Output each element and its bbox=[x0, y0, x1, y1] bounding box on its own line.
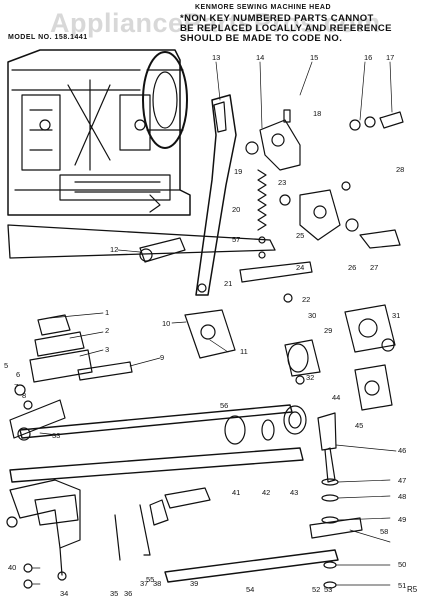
part-label-15: 15 bbox=[310, 53, 318, 62]
part-28-screw bbox=[341, 181, 351, 191]
part-24-lever-assembly bbox=[279, 189, 401, 249]
part-label-56: 56 bbox=[220, 401, 228, 410]
note-line-3: SHOULD BE MADE TO CODE NO. bbox=[180, 33, 343, 44]
part-label-37: 37 bbox=[140, 579, 148, 588]
part-label-21: 21 bbox=[224, 279, 232, 288]
part-label-34: 34 bbox=[60, 589, 68, 598]
part-33-shaft bbox=[17, 404, 293, 441]
part-label-45: 45 bbox=[355, 421, 363, 430]
part-label-57: 57 bbox=[232, 235, 240, 244]
part-41-43-gears bbox=[224, 405, 307, 445]
model-number: MODEL NO. 158.1441 bbox=[8, 34, 88, 41]
part-label-2: 2 bbox=[105, 326, 109, 335]
part-label-40: 40 bbox=[8, 563, 16, 572]
part-47-51-washers bbox=[309, 478, 363, 589]
part-label-46: 46 bbox=[398, 446, 406, 455]
part-label-25: 25 bbox=[296, 231, 304, 240]
part-label-53: 53 bbox=[324, 585, 332, 594]
part-label-19: 19 bbox=[234, 167, 242, 176]
part-label-52: 52 bbox=[312, 585, 320, 594]
part-label-28: 28 bbox=[396, 165, 404, 174]
part-label-23: 23 bbox=[278, 178, 286, 187]
part-label-58: 58 bbox=[380, 527, 388, 536]
note-line-2: BE REPLACED LOCALLY AND REFERENCE bbox=[180, 23, 392, 34]
part-21-plate bbox=[239, 261, 313, 303]
part-35-39-small-parts bbox=[114, 487, 211, 561]
part-10-bracket bbox=[184, 309, 236, 359]
part-label-10: 10 bbox=[162, 319, 170, 328]
part-label-9: 9 bbox=[160, 353, 164, 362]
part-label-43: 43 bbox=[290, 488, 298, 497]
part-44-46-clamp bbox=[317, 364, 393, 483]
part-label-27: 27 bbox=[370, 263, 378, 272]
part-29-34-bracket bbox=[6, 479, 81, 581]
part-label-48: 48 bbox=[398, 492, 406, 501]
part-label-41: 41 bbox=[232, 488, 240, 497]
part-label-1: 1 bbox=[105, 308, 109, 317]
corner-mark: R5 bbox=[407, 585, 418, 594]
part-label-26: 26 bbox=[348, 263, 356, 272]
watermark: AppliancePartsPros.com bbox=[50, 8, 381, 38]
part-label-13: 13 bbox=[212, 53, 220, 62]
part-label-30: 30 bbox=[308, 311, 316, 320]
part-label-54: 54 bbox=[246, 585, 254, 594]
part-label-44: 44 bbox=[332, 393, 340, 402]
part-label-16: 16 bbox=[364, 53, 372, 62]
part-label-14: 14 bbox=[256, 53, 264, 62]
part-label-5: 5 bbox=[4, 361, 8, 370]
part-bed-bar bbox=[9, 447, 304, 483]
part-40-screw bbox=[23, 563, 33, 573]
part-20-spring bbox=[257, 169, 267, 259]
diagram-title: KENMORE SEWING MACHINE HEAD bbox=[195, 4, 332, 11]
part-label-18: 18 bbox=[313, 109, 321, 118]
part-label-47: 47 bbox=[398, 476, 406, 485]
part-label-49: 49 bbox=[398, 515, 406, 524]
part-54-bar bbox=[164, 549, 339, 583]
part-label-51: 51 bbox=[398, 581, 406, 590]
part-label-12: 12 bbox=[110, 245, 118, 254]
part-label-38: 38 bbox=[153, 579, 161, 588]
part-label-42: 42 bbox=[262, 488, 270, 497]
part-label-35: 35 bbox=[110, 589, 118, 598]
part-label-22: 22 bbox=[302, 295, 310, 304]
part-label-50: 50 bbox=[398, 560, 406, 569]
part-label-6: 6 bbox=[16, 370, 20, 379]
part-label-39: 39 bbox=[190, 579, 198, 588]
part-label-24: 24 bbox=[296, 263, 304, 272]
part-label-11: 11 bbox=[240, 347, 248, 356]
note-line-1: *NON KEY NUMBERED PARTS CANNOT bbox=[180, 13, 374, 24]
part-label-55: 55 bbox=[146, 575, 154, 584]
part-15-bushing-assembly bbox=[245, 109, 301, 171]
part-22-screw bbox=[23, 579, 33, 589]
part-label-36: 36 bbox=[124, 589, 132, 598]
part-label-17: 17 bbox=[386, 53, 394, 62]
part-label-3: 3 bbox=[105, 345, 109, 354]
part-label-32: 32 bbox=[306, 373, 314, 382]
machine-head-illustration bbox=[7, 49, 276, 259]
part-1-9-feed-parts bbox=[9, 314, 133, 439]
part-label-31: 31 bbox=[392, 311, 400, 320]
part-label-8: 8 bbox=[22, 391, 26, 400]
part-16-17-screws bbox=[349, 111, 404, 131]
part-label-20: 20 bbox=[232, 205, 240, 214]
part-label-29: 29 bbox=[324, 326, 332, 335]
part-12-stud bbox=[139, 237, 186, 263]
part-label-7: 7 bbox=[14, 382, 18, 391]
part-13-lever bbox=[195, 94, 237, 296]
part-30-bushing bbox=[284, 304, 396, 385]
leader-lines bbox=[31, 61, 397, 586]
part-label-33: 33 bbox=[52, 431, 60, 440]
